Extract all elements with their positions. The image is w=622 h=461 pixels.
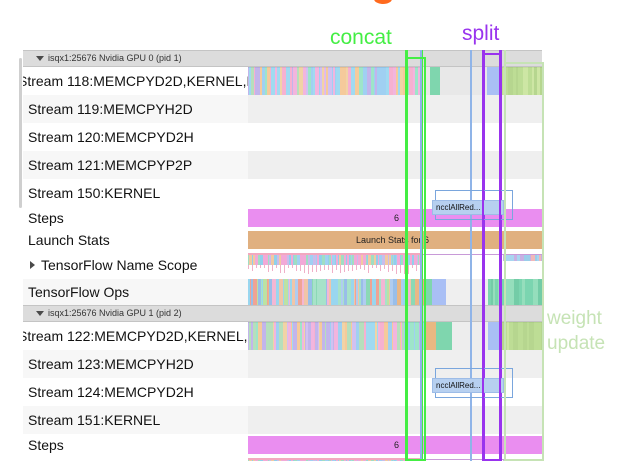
timeline-row-label-cell[interactable]: Stream 121:MEMCPYP2P [18,151,248,179]
timeline-row-label-cell[interactable]: TensorFlow Ops [18,279,248,305]
timeline-row-label: Stream 119:MEMCPYH2D [28,101,193,117]
timeline-row-label-cell[interactable]: TensorFlow Name Scope [18,456,248,461]
timeline-row-label-cell[interactable]: Steps [18,434,248,456]
timeline-row-label-cell[interactable]: Stream 120:MEMCPYD2H [18,123,248,151]
timeline-row[interactable]: Stream 122:MEMCPYD2D,KERNEL,MI [18,322,542,350]
timeline-row-label-cell[interactable]: Stream 150:KERNEL [18,179,248,207]
timeline-row[interactable]: Stream 151:KERNEL [18,406,542,434]
timeline-row-track[interactable] [248,406,542,434]
timeline-row-label-cell[interactable]: Stream 122:MEMCPYD2D,KERNEL,MI [18,322,248,350]
event-chip-ncclallreduce-gpu0[interactable]: ncclAllRed... [432,200,504,215]
timeline-row-track[interactable]: 6 [248,434,542,456]
timeline-row-track[interactable] [248,67,542,95]
timeline-row-label-cell[interactable]: Steps [18,207,248,229]
vertical-scrollbar[interactable] [18,50,23,461]
timeline-row-label-cell[interactable]: Stream 119:MEMCPYH2D [18,95,248,123]
timeline-row[interactable]: Stream 123:MEMCPYH2D [18,350,542,378]
timeline-row-label-cell[interactable]: Stream 124:MEMCPYD2H [18,378,248,406]
timeline-row[interactable]: TensorFlow Name Scope [18,251,542,279]
timeline-row-track[interactable]: Launch Stats for 6 [248,229,542,251]
annotation-split: split [462,22,500,45]
timeline-row-label-cell[interactable]: Stream 118:MEMCPYD2D,KERNEL,ME [18,67,248,95]
annotation-concat: concat [330,26,392,49]
timeline-row-label: TensorFlow Ops [28,284,130,300]
timeline-row-track[interactable] [248,251,542,279]
timeline-row-label-cell[interactable]: Stream 123:MEMCPYH2D [18,350,248,378]
timeline-row[interactable]: Stream 150:KERNEL [18,179,542,207]
highlight-rect-weight-update [504,62,544,461]
annotation-weight-update-line2: update [547,333,606,354]
chevron-down-icon[interactable] [36,311,44,316]
timeline-row-track[interactable] [248,322,542,350]
timeline-row-track[interactable] [248,123,542,151]
annotation-weight-update: weight update [547,306,605,356]
group-header[interactable]: isqx1:25676 Nvidia GPU 1 (pid 2) [18,305,542,322]
timeline-row-label: Stream 124:MEMCPYD2H [28,384,194,400]
timeline-row-label: Stream 120:MEMCPYD2H [28,129,194,145]
guide-line [470,50,472,461]
annotation-weight-update-line1: weight [547,308,602,329]
timeline-row[interactable]: Stream 118:MEMCPYD2D,KERNEL,ME [18,67,542,95]
group-header-label: isqx1:25676 Nvidia GPU 0 (pid 1) [48,53,182,63]
timeline-row[interactable]: Steps 6 [18,434,542,456]
event-chip-ncclallreduce-gpu1[interactable]: ncclAllRed... [432,378,504,393]
timeline-row-label-cell[interactable]: Launch Stats [18,229,248,251]
chevron-right-icon[interactable] [30,261,35,269]
timeline-row-label: Stream 118:MEMCPYD2D,KERNEL,ME [18,73,248,89]
timeline-row-label: Steps [28,437,64,453]
highlight-rect-split [482,53,501,461]
timeline-row[interactable]: Stream 121:MEMCPYP2P [18,151,542,179]
highlight-rect-concat [405,57,426,461]
timeline-row[interactable]: Stream 120:MEMCPYD2H [18,123,542,151]
timeline-row-track[interactable] [248,95,542,123]
timeline-panel[interactable]: isqx1:25676 Nvidia GPU 0 (pid 1) Stream 1… [18,50,542,461]
timeline-row-label: Steps [28,210,64,226]
chevron-down-icon[interactable] [36,56,44,61]
timeline-row-label: Launch Stats [28,232,110,248]
timeline-row-label: Stream 150:KERNEL [28,185,161,201]
group-header[interactable]: isqx1:25676 Nvidia GPU 0 (pid 1) [18,50,542,67]
scrollbar-thumb[interactable] [19,58,22,208]
timeline-row-label-cell[interactable]: Stream 151:KERNEL [18,406,248,434]
timeline-row[interactable]: Launch Stats Launch Stats for 6 [18,229,542,251]
timeline-row-label: Stream 121:MEMCPYP2P [28,157,193,173]
timeline-row-label: TensorFlow Name Scope [41,257,198,273]
timeline-row-track[interactable] [248,151,542,179]
timeline-row-label: Stream 123:MEMCPYH2D [28,356,194,372]
timeline-row-label: Stream 151:KERNEL [28,412,161,428]
timeline-row-label-cell[interactable]: TensorFlow Name Scope [18,251,248,279]
timeline-row[interactable]: TensorFlow Name Scope [18,456,542,461]
timeline-row[interactable]: TensorFlow Ops [18,279,542,305]
timeline-row-track[interactable] [248,279,542,305]
timeline-row[interactable]: Stream 119:MEMCPYH2D [18,95,542,123]
orange-marker-icon [374,0,392,4]
timeline-row-label: Stream 122:MEMCPYD2D,KERNEL,MI [18,328,248,344]
group-header-label: isqx1:25676 Nvidia GPU 1 (pid 2) [48,308,182,318]
timeline-row-track[interactable] [248,350,542,378]
guide-line [420,50,422,461]
